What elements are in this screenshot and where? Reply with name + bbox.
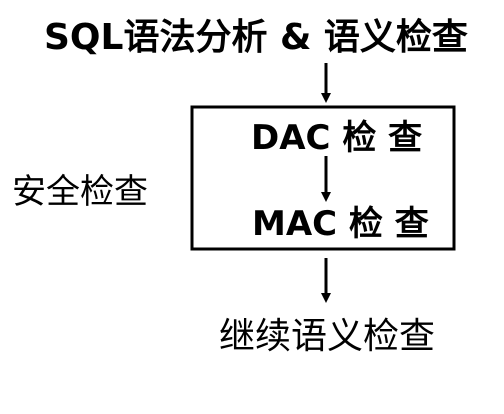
security-check-box — [190, 105, 456, 251]
security-check-label: 安全检查 — [12, 172, 148, 212]
continue-semantic-check-label: 继续语义检查 — [219, 316, 436, 357]
mac-check-label: MAC 检 查 — [252, 204, 429, 244]
top-title: SQL语法分析 & 语义检查 — [44, 17, 468, 58]
dac-check-label: DAC 检 查 — [251, 118, 423, 158]
